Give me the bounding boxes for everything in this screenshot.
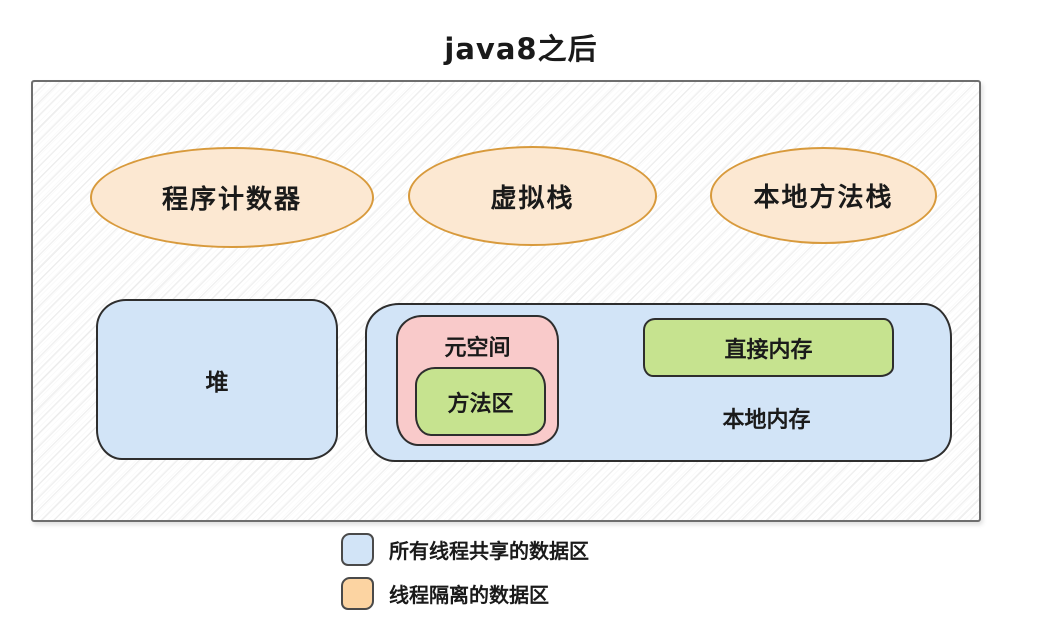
legend-swatch-shared xyxy=(341,532,374,566)
legend-label-shared: 所有线程共享的数据区 xyxy=(389,538,589,563)
region-program-counter-label: 程序计数器 xyxy=(161,185,302,215)
region-virtual-stack: 虚拟栈 xyxy=(408,146,657,246)
legend-item-isolated: 线程隔离的数据区 xyxy=(341,576,589,610)
region-direct-memory: 直接内存 xyxy=(643,318,894,377)
diagram-title: java8之后 xyxy=(444,32,598,66)
legend: 所有线程共享的数据区 线程隔离的数据区 xyxy=(341,532,589,621)
region-native-memory-label: 本地内存 xyxy=(722,408,811,433)
legend-item-shared: 所有线程共享的数据区 xyxy=(341,532,589,566)
region-program-counter: 程序计数器 xyxy=(90,147,374,248)
region-heap-label: 堆 xyxy=(205,369,229,396)
legend-label-isolated: 线程隔离的数据区 xyxy=(389,582,549,607)
region-heap: 堆 xyxy=(96,299,338,460)
legend-swatch-isolated xyxy=(341,576,374,610)
region-native-method-stack-label: 本地方法栈 xyxy=(753,183,894,213)
region-virtual-stack-label: 虚拟栈 xyxy=(490,183,575,214)
region-native-method-stack: 本地方法栈 xyxy=(710,147,937,244)
region-metaspace-label: 元空间 xyxy=(444,336,511,361)
region-direct-memory-label: 直接内存 xyxy=(724,337,813,363)
region-method-area: 方法区 xyxy=(415,367,546,436)
region-method-area-label: 方法区 xyxy=(447,391,514,417)
